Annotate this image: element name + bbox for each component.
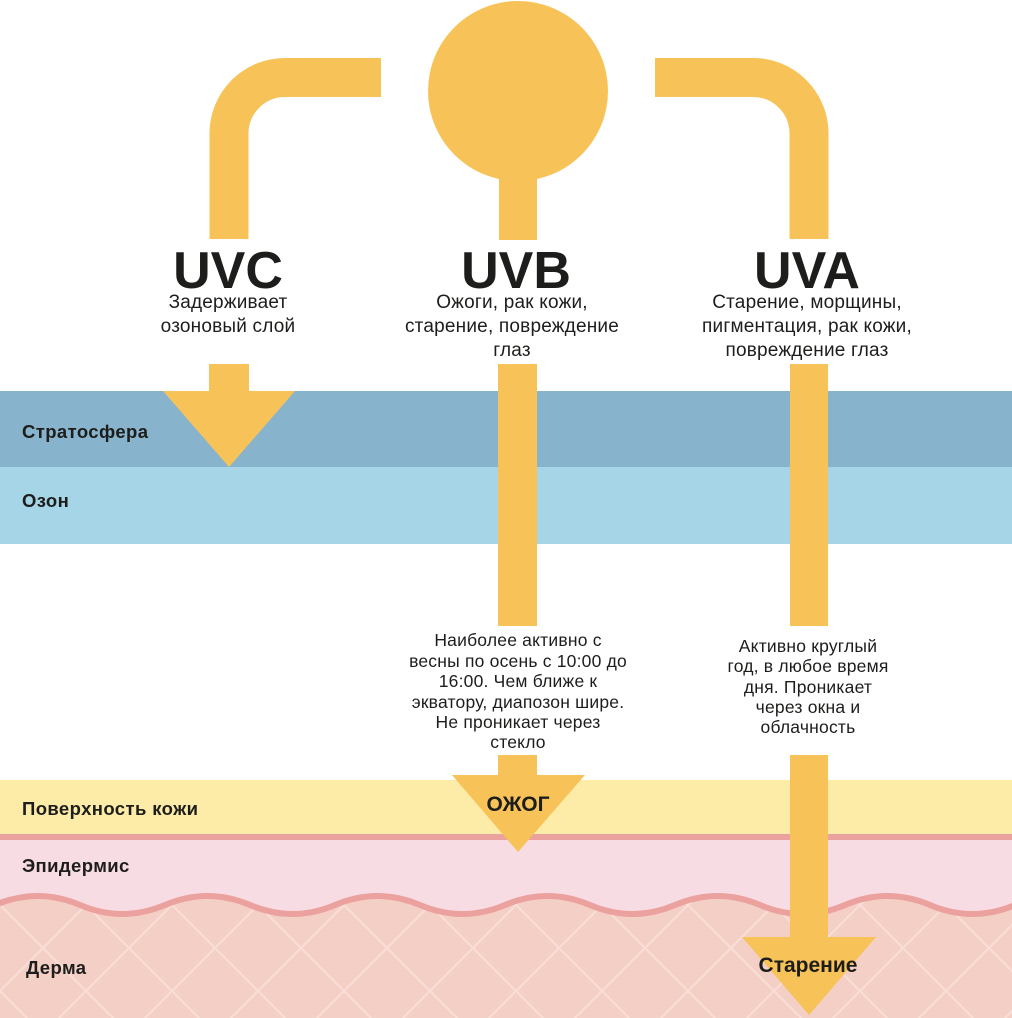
uva-note-line: через окна и (756, 697, 861, 717)
uva-ray-branch (655, 58, 829, 239)
uva-note-line: облачность (761, 717, 856, 737)
stratosphere-label: Стратосфера (22, 421, 149, 442)
sun-stem (499, 160, 537, 240)
uvb-note: Наиболее активно с весны по осень с 10:0… (409, 630, 627, 752)
uvc-arrow-head (163, 391, 295, 467)
uva-note: Активно круглый год, в любое время дня. … (728, 636, 889, 737)
uvb-arrow-shaft-lower (498, 755, 537, 776)
uvb-note-line: Не проникает через (436, 712, 601, 732)
dermis-band (0, 896, 1012, 1018)
uvb-description-line: старение, повреждение (405, 316, 619, 337)
uva-arrow-head (742, 937, 876, 1015)
uva-arrow (742, 364, 876, 1015)
uva-note-line: дня. Проникает (744, 677, 872, 697)
uva-note-line: Активно круглый (739, 636, 877, 656)
uvb-description-line: Ожоги, рак кожи, (436, 292, 588, 313)
epidermis-dermis-wave-line (0, 893, 1012, 917)
uva-label: UVA (754, 242, 860, 300)
skin-surface-label: Поверхность кожи (22, 798, 198, 819)
uva-description: Старение, морщины, пигментация, рак кожи… (702, 292, 912, 361)
sun-disc (428, 1, 608, 181)
uvb-description: Ожоги, рак кожи, старение, повреждение г… (405, 292, 619, 361)
uvc-ray-branch (209, 58, 381, 239)
dermis-label: Дерма (26, 957, 87, 978)
uvb-label: UVB (461, 242, 571, 300)
uva-description-line: повреждение глаз (725, 340, 888, 361)
uva-description-line: пигментация, рак кожи, (702, 316, 912, 337)
uvb-arrow (452, 364, 585, 852)
uvc-description: Задерживает озоновый слой (161, 292, 296, 337)
uvb-description-line: глаз (493, 340, 530, 361)
uvb-note-line: Наиболее активно с (434, 630, 601, 650)
uva-arrow-shaft-upper (790, 364, 828, 626)
uvb-arrow-head (452, 775, 585, 852)
uva-effect-label: Старение (759, 954, 858, 977)
uvc-label: UVC (173, 242, 283, 300)
uvc-arrow-shaft (209, 364, 249, 392)
epidermis-label: Эпидермис (22, 855, 130, 876)
uvb-arrow-shaft-upper (498, 364, 537, 626)
uvb-note-line: экватору, диапозон шире. (412, 692, 625, 712)
ozone-label: Озон (22, 490, 69, 511)
uvb-effect-label: ОЖОГ (487, 793, 550, 816)
uva-arrow-shaft-lower (790, 755, 828, 938)
uva-note-line: год, в любое время (728, 656, 889, 676)
uva-description-line: Старение, морщины, (712, 292, 902, 313)
sun (209, 1, 829, 240)
uvc-description-line: Задерживает (169, 292, 288, 313)
uvc-arrow (163, 364, 295, 467)
uvb-note-line: весны по осень с 10:00 до (409, 651, 627, 671)
uvb-note-line: 16:00. Чем ближе к (439, 671, 598, 691)
uvb-note-line: стекло (490, 732, 546, 752)
uvc-description-line: озоновый слой (161, 316, 296, 337)
